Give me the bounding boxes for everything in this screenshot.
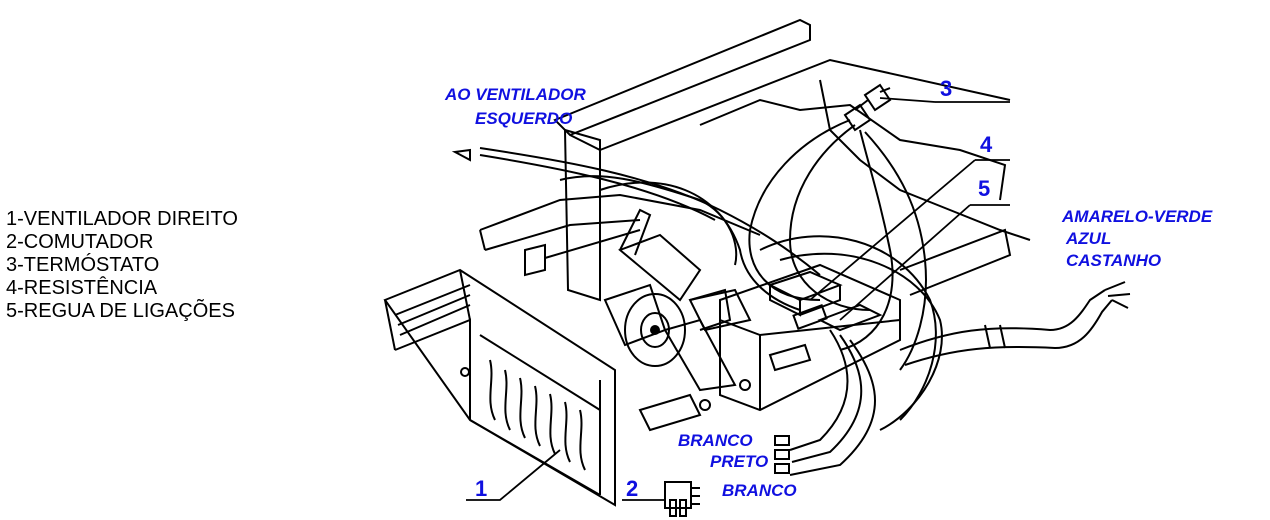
- label-branco-top: BRANCO: [678, 431, 753, 450]
- callout-4: 4: [980, 132, 993, 157]
- label-esquerdo: ESQUERDO: [475, 109, 572, 128]
- wiring-harness: [451, 119, 1131, 476]
- label-azul: AZUL: [1065, 229, 1111, 248]
- legend-item-2: 2-COMUTADOR: [6, 231, 154, 253]
- fan-assembly: [603, 208, 752, 432]
- thermostat: [843, 83, 892, 132]
- legend-item-4: 4-RESISTÊNCIA: [6, 277, 158, 299]
- label-preto: PRETO: [710, 452, 768, 471]
- fan-grille: [383, 268, 616, 507]
- legend-item-3: 3-TERMÓSTATO: [6, 254, 160, 276]
- parts-legend: 1-VENTILADOR DIREITO 2-COMUTADOR 3-TERMÓ…: [6, 208, 238, 323]
- legend-item-1: 1-VENTILADOR DIREITO: [6, 208, 238, 230]
- switch-comutador: [664, 481, 700, 517]
- label-amarelo-verde: AMARELO-VERDE: [1061, 207, 1213, 226]
- callout-2: 2: [626, 476, 638, 501]
- callout-1: 1: [475, 476, 487, 501]
- callout-leaders: [466, 97, 1010, 501]
- terminal-strip: [768, 303, 883, 372]
- label-branco-bottom: BRANCO: [722, 481, 797, 500]
- callout-3: 3: [940, 76, 952, 101]
- legend-item-5: 5-REGUA DE LIGAÇÕES: [6, 300, 235, 322]
- label-castanho: CASTANHO: [1066, 251, 1161, 270]
- label-ao-ventilador: AO VENTILADOR: [444, 85, 586, 104]
- wire-terminals: [774, 435, 790, 474]
- callout-5: 5: [978, 176, 990, 201]
